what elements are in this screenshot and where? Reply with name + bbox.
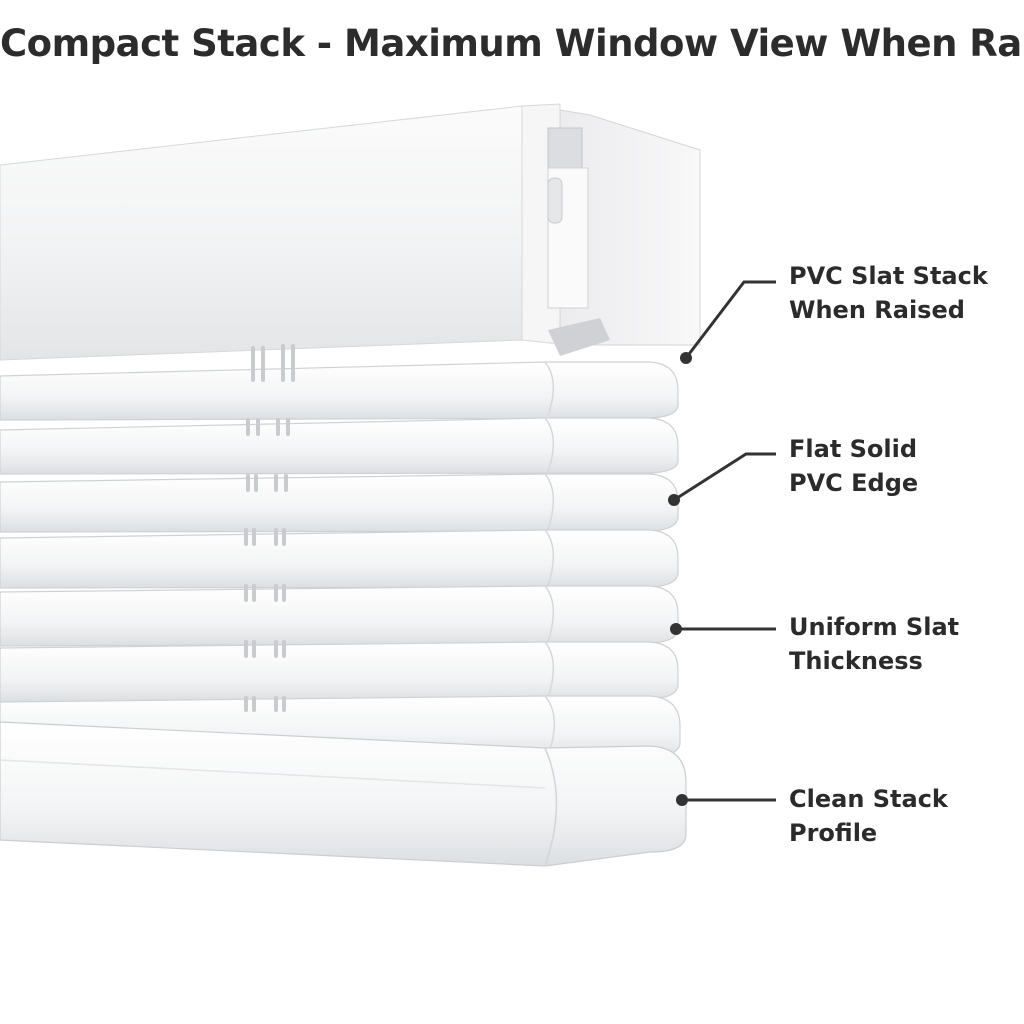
slat [0, 473, 679, 533]
callout-line: Flat Solid [789, 435, 918, 463]
callout-line: Clean Stack [789, 785, 948, 813]
callout-line: Profile [789, 819, 878, 847]
slat [0, 529, 679, 589]
slat [0, 361, 679, 421]
bottom-rail [0, 721, 687, 867]
callout-flat-edge: Flat Solid PVC Edge [789, 432, 918, 500]
slat [0, 641, 679, 703]
slat [0, 417, 679, 475]
ladder-cords [244, 344, 295, 712]
callout-line: Thickness [789, 647, 923, 675]
callout-leader-4 [676, 794, 776, 806]
callout-leader-2 [668, 452, 776, 506]
callout-leader-1 [680, 280, 776, 364]
slat-stack [0, 361, 687, 867]
page-title: Compact Stack - Maximum Window View When… [0, 22, 1024, 65]
callout-slat-stack: PVC Slat Stack When Raised [789, 259, 988, 327]
callout-uniform-thickness: Uniform Slat Thickness [789, 610, 959, 678]
callout-leader-3 [670, 623, 776, 635]
callout-line: PVC Slat Stack [789, 262, 988, 290]
head-rail [0, 103, 701, 361]
callout-clean-profile: Clean Stack Profile [789, 782, 948, 850]
callout-line: When Raised [789, 296, 965, 324]
slat [0, 585, 679, 647]
callout-line: Uniform Slat [789, 613, 960, 641]
callout-line: PVC Edge [789, 469, 919, 497]
